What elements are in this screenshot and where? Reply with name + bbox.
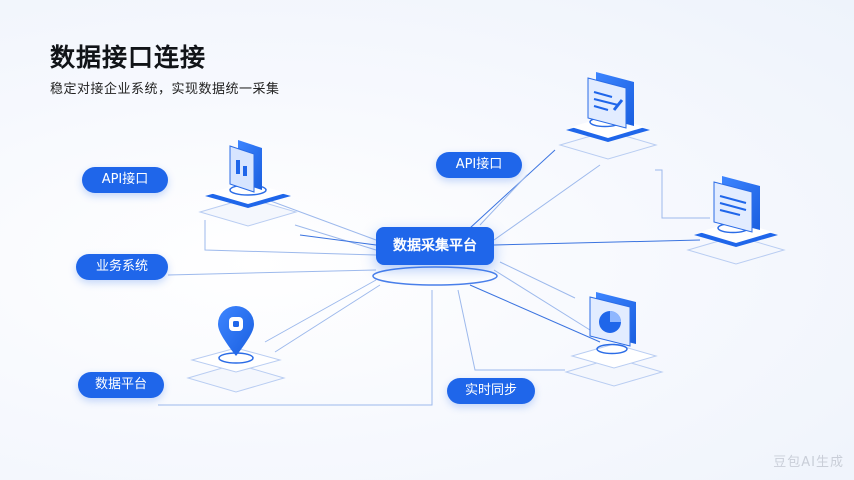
line-chart-3 (499, 261, 576, 299)
label-realtime-sync: 实时同步 (447, 378, 535, 404)
line-doc-right-c (493, 239, 701, 246)
document-list-icon (713, 176, 760, 233)
page-subtitle: 稳定对接企业系统，实现数据统一采集 (50, 82, 280, 97)
platform-doc-right (686, 176, 786, 265)
watermark: 豆包AI生成 (773, 455, 844, 470)
location-pin-icon (218, 306, 254, 356)
platform-doc-left (198, 140, 298, 227)
label-data-platform: 数据平台 (78, 372, 164, 398)
platform-pin (186, 306, 286, 393)
line-doc-left (267, 199, 377, 241)
line-left-extra (299, 234, 377, 246)
hub-base (372, 266, 498, 286)
platform-chart (564, 292, 664, 387)
line-api-right (479, 174, 528, 226)
line-data-platform (158, 290, 433, 406)
label-business-system: 业务系统 (76, 254, 168, 280)
line-chart (493, 269, 591, 331)
pie-chart-icon (589, 292, 636, 347)
platform-doc-topright (558, 72, 658, 160)
page-title: 数据接口连接 (50, 43, 207, 72)
line-chart-2 (469, 284, 601, 343)
line-doc-right-a (655, 169, 710, 219)
line-pin (264, 279, 377, 343)
line-doc-topright (469, 149, 556, 229)
line-business (167, 269, 377, 276)
line-sync (457, 289, 565, 371)
label-api-left: API接口 (82, 167, 168, 193)
line-api-left (204, 220, 377, 256)
line-doc-right-b (493, 164, 601, 241)
hub-node: 数据采集平台 (376, 227, 494, 265)
line-doc-left-2 (294, 224, 377, 251)
document-edit-icon (587, 72, 634, 129)
document-icon (229, 140, 262, 193)
connection-lines (158, 149, 710, 406)
line-pin-2 (274, 284, 381, 353)
label-api-right: API接口 (436, 152, 522, 178)
